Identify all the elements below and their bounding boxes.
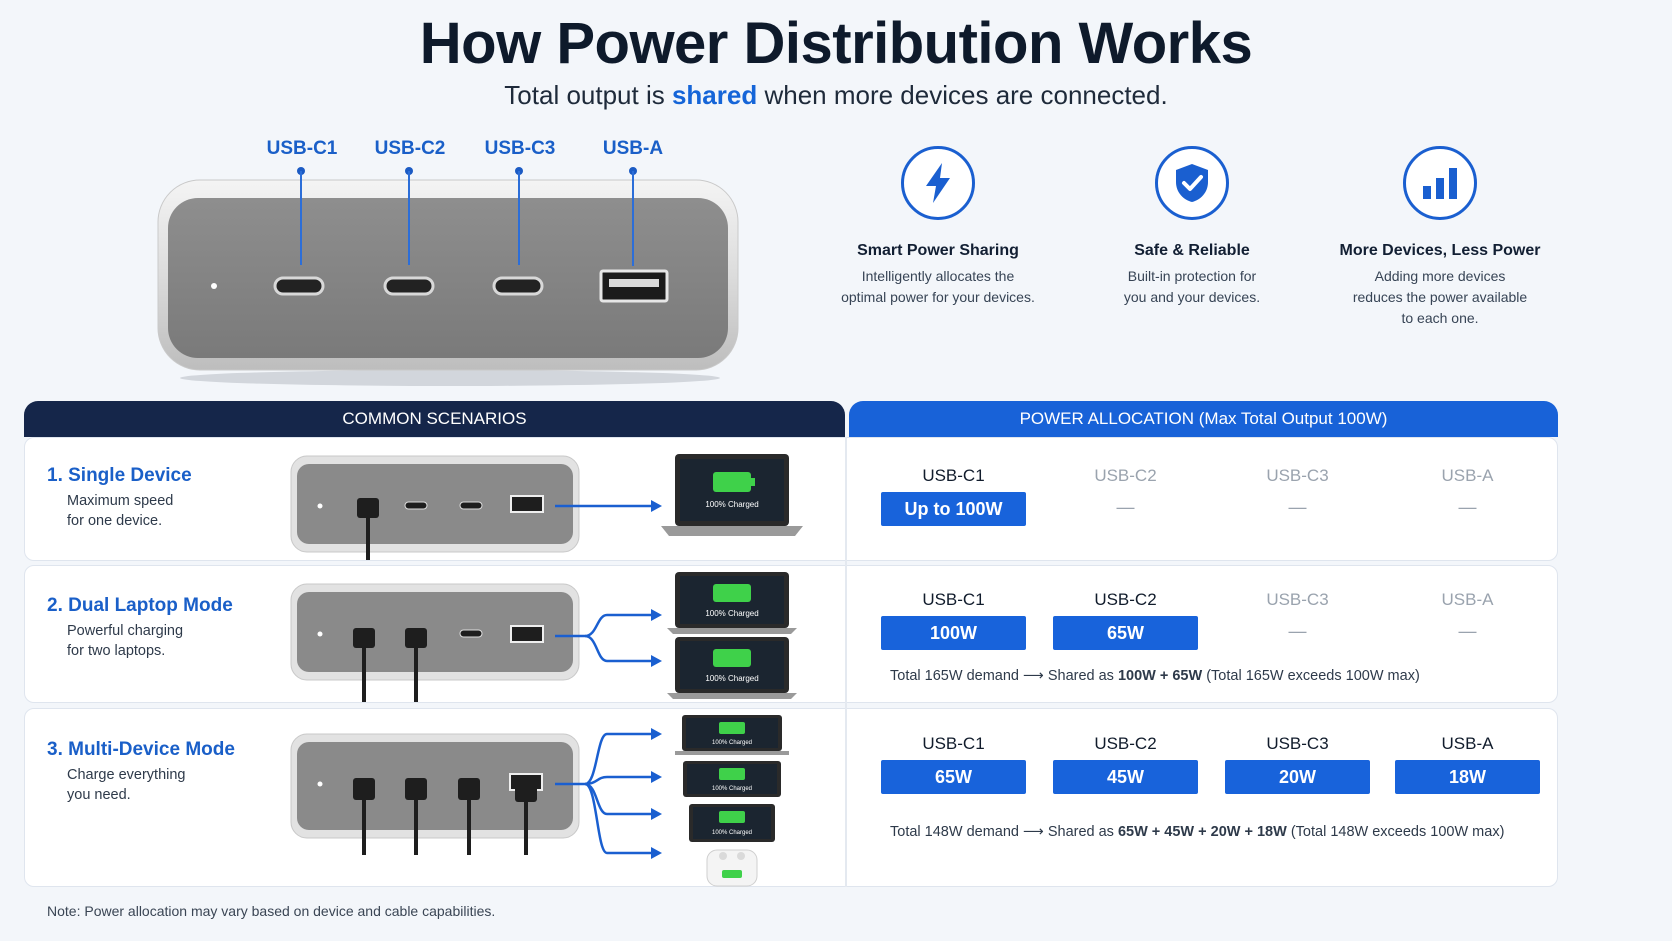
port-label: USB-C3 bbox=[1266, 466, 1329, 485]
subtitle-after: when more devices are connected. bbox=[764, 80, 1168, 110]
arrow-right-icon: ⟶ bbox=[1023, 668, 1044, 684]
hero-charger bbox=[150, 140, 750, 390]
scenario-title: 2. Dual Laptop Mode bbox=[47, 595, 233, 616]
scenario-3-illustration: 100% Charged 100% Charged 100% Charged bbox=[290, 715, 789, 887]
feature-more-devices: More Devices, Less Power Adding more dev… bbox=[1310, 146, 1570, 329]
lead-line bbox=[518, 171, 520, 265]
power-value: 45W bbox=[1053, 760, 1198, 794]
no-power-dash: — bbox=[1458, 621, 1477, 641]
port-label: USB-A bbox=[1441, 466, 1494, 485]
feature-title: Safe & Reliable bbox=[1134, 242, 1250, 259]
hero-port-label-usb-c1: USB-C1 bbox=[266, 138, 338, 159]
hero-port-label-usb-a: USB-A bbox=[602, 138, 664, 159]
power-value: 100W bbox=[881, 616, 1026, 650]
screen-label: 100% Charged bbox=[712, 830, 752, 836]
port-label: USB-C1 bbox=[922, 734, 985, 753]
lead-line bbox=[632, 171, 634, 266]
screen-label: 100% Charged bbox=[712, 740, 752, 746]
lead-line bbox=[408, 171, 410, 265]
port-label: USB-C2 bbox=[1094, 466, 1157, 485]
feature-title: Smart Power Sharing bbox=[857, 242, 1019, 259]
port-label: USB-A bbox=[1441, 734, 1494, 753]
screen-label: 100% Charged bbox=[712, 786, 752, 792]
feature-smart-power: Smart Power Sharing Intelligently alloca… bbox=[808, 146, 1068, 308]
scenario-row-1 bbox=[24, 437, 1558, 561]
port-label: USB-A bbox=[1441, 590, 1494, 609]
scenario-title: 3. Multi-Device Mode bbox=[47, 739, 235, 760]
port-label: USB-C1 bbox=[922, 466, 985, 485]
no-power-dash: — bbox=[1288, 621, 1307, 641]
subtitle-before: Total output is bbox=[504, 80, 665, 110]
port-label: USB-C1 bbox=[922, 590, 985, 609]
power-allocation-header: POWER ALLOCATION (Max Total Output 100W) bbox=[849, 401, 1558, 437]
power-value: Up to 100W bbox=[881, 492, 1026, 526]
screen-label: 100% Charged bbox=[705, 609, 758, 618]
lightning-icon bbox=[901, 146, 975, 220]
screen-label: 100% Charged bbox=[705, 500, 758, 509]
charger-illustration bbox=[157, 179, 739, 386]
demand-note: Total 165W demand ⟶ Shared as 100W + 65W… bbox=[890, 668, 1420, 684]
scenario-2-illustration: 100% Charged 100% Charged bbox=[290, 572, 797, 702]
power-value: 20W bbox=[1225, 760, 1370, 794]
no-power-dash: — bbox=[1458, 497, 1477, 517]
no-power-dash: — bbox=[1116, 497, 1135, 517]
power-value: 18W bbox=[1395, 760, 1540, 794]
no-power-dash: — bbox=[1288, 497, 1307, 517]
lead-line bbox=[300, 171, 302, 265]
scenario-row-3 bbox=[24, 708, 1558, 887]
scenario-title: 1. Single Device bbox=[47, 465, 192, 486]
page-title: How Power Distribution Works bbox=[419, 11, 1253, 76]
feature-title: More Devices, Less Power bbox=[1339, 242, 1541, 259]
shield-check-icon bbox=[1155, 146, 1229, 220]
screen-label: 100% Charged bbox=[705, 674, 758, 683]
power-value: 65W bbox=[1053, 616, 1198, 650]
footnote: Note: Power allocation may vary based on… bbox=[47, 903, 496, 919]
port-label: USB-C2 bbox=[1094, 590, 1157, 609]
bar-chart-icon bbox=[1403, 146, 1477, 220]
column-divider bbox=[845, 437, 847, 887]
subtitle-highlight: shared bbox=[671, 80, 758, 110]
port-label: USB-C3 bbox=[1266, 590, 1329, 609]
arrow-right-icon: ⟶ bbox=[1023, 824, 1044, 840]
hero-port-label-usb-c3: USB-C3 bbox=[484, 138, 556, 159]
common-scenarios-header: COMMON SCENARIOS bbox=[24, 401, 845, 437]
scenario-1-illustration: 100% Charged bbox=[290, 454, 803, 560]
port-label: USB-C2 bbox=[1094, 734, 1157, 753]
power-value: 65W bbox=[881, 760, 1026, 794]
hero-port-label-usb-c2: USB-C2 bbox=[374, 138, 446, 159]
port-label: USB-C3 bbox=[1266, 734, 1329, 753]
page-subtitle: Total output is shared when more devices… bbox=[0, 80, 1672, 111]
demand-note: Total 148W demand ⟶ Shared as 65W + 45W … bbox=[890, 824, 1505, 840]
